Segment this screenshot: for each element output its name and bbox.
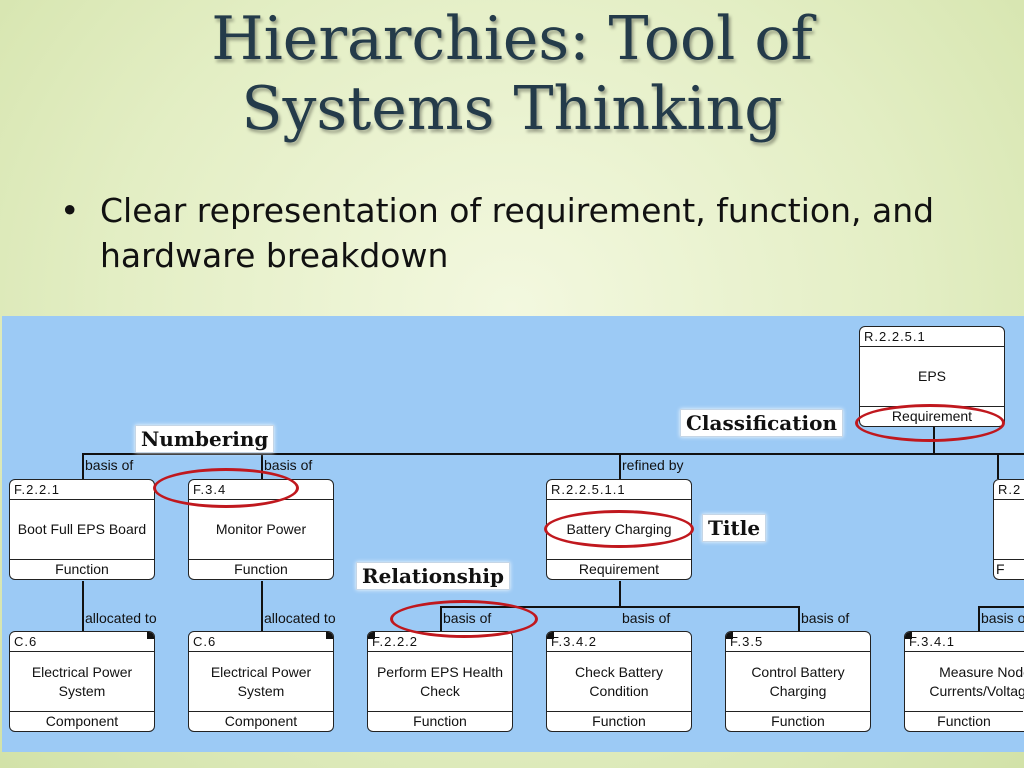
node-title [996,500,1024,559]
node-number: C.6 [10,632,154,652]
node-classification: Component [10,711,154,731]
diagram-node[interactable]: C.6 Electrical Power System Component [9,631,155,732]
node-title: Electrical Power System [210,663,312,699]
relationship-label: basis of [85,457,134,473]
node-title: Electrical Power System [31,663,133,699]
node-classification: Function [10,559,154,579]
node-number: R.2.2.5.1.1 [547,480,691,500]
node-number: C.6 [189,632,333,652]
node-number: F.3.5 [726,632,870,652]
node-classification: F [994,559,1024,579]
node-title: Control Battery Charging [751,663,845,699]
connector-line [997,453,999,479]
highlight-ring [855,404,1005,442]
node-classification: Function [368,711,512,731]
relationship-label: allocated to [85,610,157,626]
callout-relationship: Relationship [356,562,511,590]
diagram-node-partial[interactable]: R.2 F [993,479,1024,580]
node-title: EPS [917,368,946,384]
callout-title: Title [702,514,767,542]
node-classification: Function [547,711,691,731]
node-number: R.2.2.5.1 [860,327,1004,347]
slide-title-line2: Systems Thinking [241,74,783,144]
diagram-node[interactable]: F.2.2.2 Perform EPS Health Check Functio… [367,631,513,732]
connector-line [261,581,263,631]
node-title: Check Battery Condition [575,663,663,699]
corner-marker-icon [147,632,154,639]
bullet-dot: • [60,191,80,230]
callout-numbering: Numbering [135,425,275,453]
connector-line [978,606,1024,608]
diagram-node-partial[interactable]: F.3.4.1 Measure Node Currents/Voltages F… [904,631,1024,732]
node-number: F.3.4.1 [905,632,1024,652]
connector-line [978,606,980,631]
relationship-label: basis of [981,610,1024,626]
node-classification: Function [905,711,1023,731]
corner-marker-icon [726,632,733,639]
connector-line [261,453,263,479]
relationship-label: basis of [801,610,850,626]
connector-line [798,606,800,631]
connector-line [440,606,800,608]
highlight-ring [153,468,299,508]
relationship-label: allocated to [264,610,336,626]
highlight-ring [544,510,694,548]
connector-line [82,581,84,631]
node-title: Measure Node Currents/Voltages [929,663,1024,699]
corner-marker-icon [905,632,912,639]
node-number: F.2.2.1 [10,480,154,500]
connector-line [619,453,621,479]
diagram-node[interactable]: C.6 Electrical Power System Component [188,631,334,732]
node-title: Perform EPS Health Check [376,663,504,699]
node-number: F.2.2.2 [368,632,512,652]
connector-line [619,581,621,606]
diagram-node[interactable]: F.3.4.2 Check Battery Condition Function [546,631,692,732]
node-title: Boot Full EPS Board [17,521,147,537]
node-classification: Function [189,559,333,579]
relationship-label: basis of [264,457,313,473]
highlight-ring [390,600,538,638]
node-classification: Component [189,711,333,731]
hierarchy-diagram: basis of basis of refined by allocated t… [2,316,1024,752]
diagram-node[interactable]: F.2.2.1 Boot Full EPS Board Function [9,479,155,580]
node-title: Monitor Power [215,521,307,537]
node-classification: Function [726,711,870,731]
bullet-text: Clear representation of requirement, fun… [100,191,935,275]
node-number: R.2 [994,480,1024,500]
diagram-node[interactable]: F.3.5 Control Battery Charging Function [725,631,871,732]
connector-line [82,453,84,479]
callout-classification: Classification [680,409,843,437]
corner-marker-icon [326,632,333,639]
corner-marker-icon [547,632,554,639]
relationship-label: refined by [622,457,684,473]
slide-title: Hierarchies: Tool of Systems Thinking [0,4,1024,144]
slide-title-line1: Hierarchies: Tool of [211,4,813,74]
node-classification: Requirement [547,559,691,579]
relationship-label: basis of [622,610,671,626]
connector-line [82,453,1024,455]
node-number: F.3.4.2 [547,632,691,652]
corner-marker-icon [368,632,375,639]
